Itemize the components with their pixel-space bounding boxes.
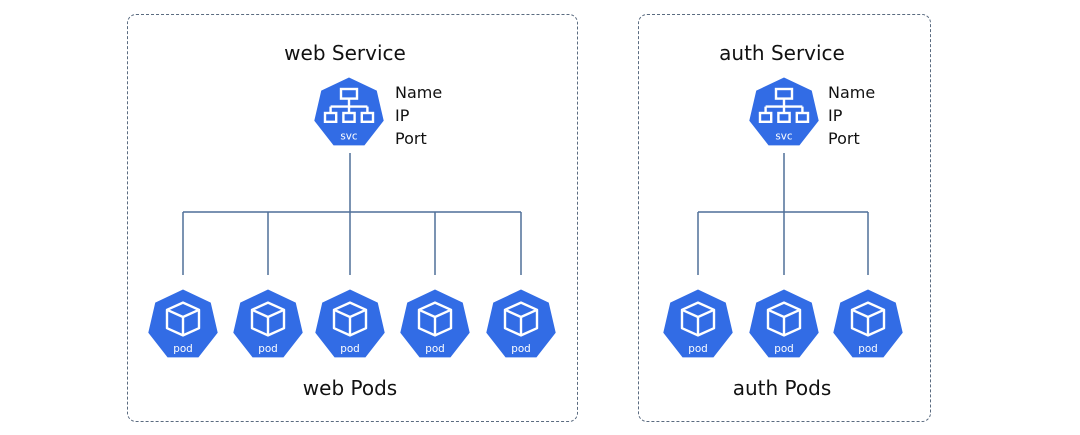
auth-service-svc-icon: svc [744,73,824,153]
web-pod-label: pod [340,343,360,355]
auth-prop-ip: IP [828,106,843,125]
web-pod-label: pod [173,343,193,355]
auth-svc-label: svc [775,130,793,142]
auth-service-title: auth Service [719,41,845,65]
web-pod-icon: pod [228,285,308,365]
web-svc-label: svc [340,130,358,142]
auth-service-properties: Name IP Port [828,81,875,150]
web-prop-port: Port [395,129,427,148]
web-pod-icon: pod [143,285,223,365]
auth-pod-icon: pod [828,285,908,365]
auth-group-box [638,14,931,422]
auth-pod-label: pod [858,343,878,355]
web-prop-ip: IP [395,106,410,125]
auth-pods-title: auth Pods [732,376,832,400]
auth-prop-name: Name [828,83,876,102]
web-pod-label: pod [511,343,531,355]
auth-pod-icon: pod [744,285,824,365]
web-service-svc-icon: svc [309,73,389,153]
web-group-box [127,14,578,422]
web-pod-label: pod [258,343,278,355]
web-service-title: web Service [284,41,406,65]
auth-prop-port: Port [828,129,860,148]
web-pod-icon: pod [310,285,390,365]
web-service-properties: Name IP Port [395,81,442,150]
web-prop-name: Name [395,83,443,102]
auth-pod-icon: pod [658,285,738,365]
web-pod-label: pod [425,343,445,355]
auth-pod-label: pod [688,343,708,355]
web-pods-title: web Pods [302,376,398,400]
auth-pod-label: pod [774,343,794,355]
web-pod-icon: pod [395,285,475,365]
web-pod-icon: pod [481,285,561,365]
